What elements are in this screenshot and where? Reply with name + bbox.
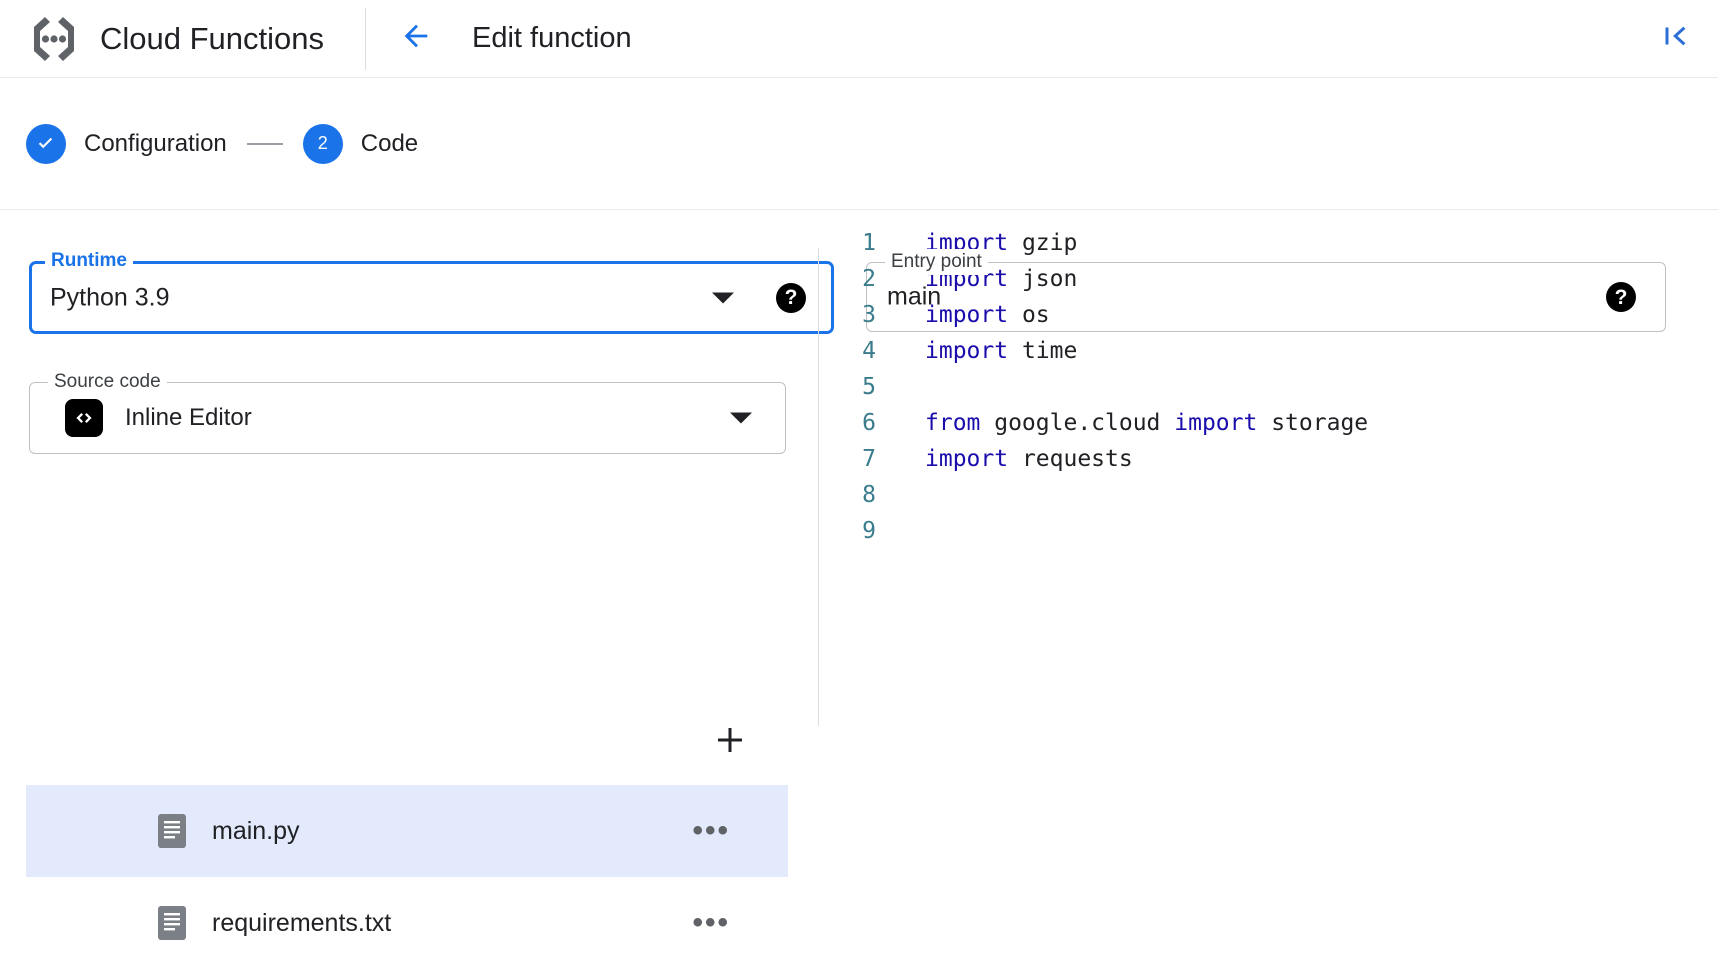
runtime-select[interactable]: Runtime Python 3.9 ? [29, 248, 834, 334]
page-title: Edit function [472, 22, 632, 54]
plus-icon [712, 722, 748, 763]
code-token: requests [1008, 446, 1133, 472]
add-file-button[interactable] [703, 715, 757, 769]
line-number: 7 [862, 446, 876, 472]
source-code-select[interactable]: Source code Inline Editor [29, 369, 786, 454]
code-line-text: import requests [925, 446, 1133, 472]
code-token: time [1008, 338, 1078, 364]
file-row-main-py[interactable]: main.py ••• [26, 785, 788, 877]
step-code[interactable]: 2 Code [302, 123, 419, 164]
appbar-actions [1654, 18, 1718, 60]
code-line[interactable]: 7 import requests [830, 446, 1718, 482]
code-line[interactable]: 3 import os [830, 302, 1718, 338]
code-token: google.cloud [980, 410, 1175, 436]
entry-point-help-icon[interactable]: ? [1606, 282, 1636, 312]
code-line-text: import os [925, 302, 1050, 328]
code-keyword: import [925, 302, 1009, 328]
step-configuration-label: Configuration [84, 129, 227, 157]
entry-point-value: main [887, 282, 942, 311]
file-name: main.py [212, 816, 300, 845]
collapse-panel-icon [1660, 21, 1690, 56]
collapse-panel-button[interactable] [1654, 18, 1696, 60]
line-number: 9 [862, 518, 876, 544]
line-number: 1 [862, 230, 876, 256]
runtime-value: Python 3.9 [50, 283, 170, 311]
content-area: Runtime Python 3.9 ? Entry point main ? … [0, 210, 1718, 940]
code-token: json [1008, 266, 1078, 292]
code-brackets-icon [65, 399, 103, 437]
code-line[interactable]: 4 import time [830, 338, 1718, 374]
appbar-divider [365, 7, 367, 70]
code-line[interactable]: 8 [830, 482, 1718, 518]
code-line[interactable]: 9 [830, 518, 1718, 554]
source-code-label: Source code [48, 369, 167, 395]
line-number: 6 [862, 410, 876, 436]
step-connector [246, 142, 283, 145]
overflow-menu-icon[interactable]: ••• [692, 906, 730, 939]
line-number: 8 [862, 482, 876, 508]
file-name: requirements.txt [212, 908, 392, 937]
file-document-icon [158, 906, 186, 940]
line-number: 3 [862, 302, 876, 328]
check-icon [26, 123, 66, 164]
code-token: gzip [1008, 230, 1078, 256]
runtime-dropdown-caret-icon[interactable] [712, 292, 734, 303]
line-number: 5 [862, 374, 876, 400]
code-token: storage [1257, 410, 1369, 436]
arrow-left-icon [399, 19, 433, 58]
source-code-dropdown-caret-icon[interactable] [730, 412, 752, 424]
back-button[interactable] [392, 15, 440, 63]
overflow-menu-icon[interactable]: ••• [692, 814, 730, 847]
wizard-stepper: Configuration 2 Code [0, 78, 1718, 210]
step-configuration[interactable]: Configuration [26, 123, 227, 164]
code-token: os [1008, 302, 1050, 328]
code-line[interactable]: 5 [830, 374, 1718, 410]
product-brand[interactable]: Cloud Functions [0, 0, 324, 77]
cloud-functions-logo-icon [26, 11, 82, 67]
step-number-2-badge: 2 [302, 123, 343, 164]
step-code-label: Code [360, 129, 419, 157]
file-document-icon [158, 814, 186, 848]
product-name: Cloud Functions [100, 20, 325, 56]
file-row-requirements-txt[interactable]: requirements.txt ••• [26, 877, 788, 969]
code-keyword: from [925, 410, 981, 436]
code-editor[interactable]: 1 import gzip 2 import json 3 import os 4 impor… [830, 230, 1718, 726]
code-keyword: import [1174, 410, 1258, 436]
line-number: 4 [862, 338, 876, 364]
source-code-value: Inline Editor [125, 404, 252, 431]
line-number: 2 [862, 266, 876, 292]
code-line-text: from google.cloud import storage [925, 410, 1368, 436]
entry-point-label: Entry point [885, 249, 988, 275]
code-keyword: import [925, 338, 1009, 364]
runtime-label: Runtime [45, 248, 133, 274]
panel-divider [818, 248, 819, 726]
file-list: main.py ••• requirements.txt ••• [26, 785, 788, 969]
runtime-help-icon[interactable]: ? [776, 282, 806, 313]
app-bar: Cloud Functions Edit function [0, 0, 1718, 78]
code-line-text: import time [925, 338, 1077, 364]
code-line[interactable]: 6 from google.cloud import storage [830, 410, 1718, 446]
code-keyword: import [925, 446, 1009, 472]
